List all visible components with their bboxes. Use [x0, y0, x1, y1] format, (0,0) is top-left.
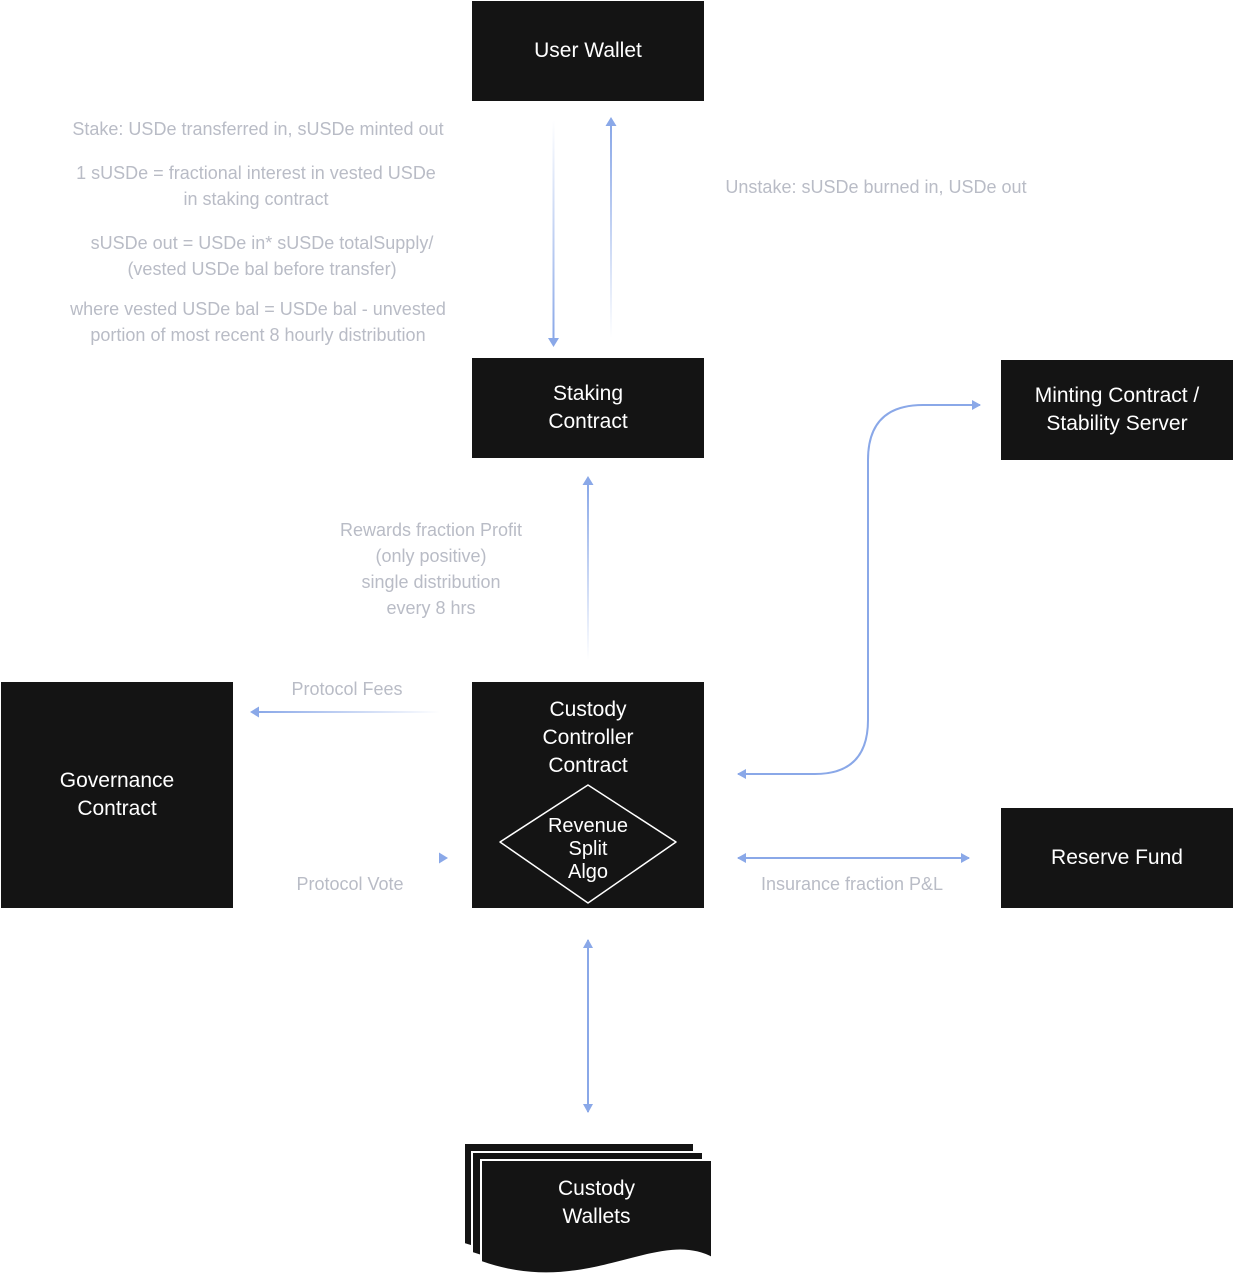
- unstake-edge: [610, 126, 612, 338]
- custody-wallets-shape: [463, 1142, 713, 1275]
- custody-controller-node: Custody Controller Contract Revenue Spli…: [472, 682, 704, 908]
- stake-arrowhead: [548, 338, 559, 347]
- fractional-interest-label: 1 sUSDe = fractional interest in vested …: [76, 163, 436, 209]
- protocol-fees-label: Protocol Fees: [291, 679, 403, 699]
- minting-contract-node: Minting Contract / Stability Server: [1001, 360, 1233, 460]
- rewards-edge: [587, 484, 589, 660]
- formula-label: sUSDe out = USDe in* sUSDe totalSupply/ …: [90, 233, 434, 279]
- custody-wallets-label: Custody Wallets: [557, 1177, 636, 1228]
- rewards-arrowhead: [582, 476, 594, 485]
- staking-contract-node: Staking Contract: [472, 358, 704, 458]
- reserve-fund-node: Reserve Fund: [1001, 808, 1233, 908]
- protocol-fees-arrowhead: [250, 706, 259, 718]
- custody-wallets-label-box: Custody Wallets: [481, 1172, 712, 1234]
- insurance-label: Insurance fraction P&L: [760, 874, 944, 894]
- rewards-label: Rewards fraction Profit (only positive) …: [339, 520, 523, 618]
- custody-controller-label: Custody Controller Contract: [542, 698, 634, 777]
- reserve-fund-label: Reserve Fund: [1051, 846, 1183, 869]
- protocol-vote-label: Protocol Vote: [296, 874, 404, 894]
- vested-definition-label: where vested USDe bal = USDe bal - unves…: [70, 299, 446, 345]
- revenue-split-diamond: [499, 784, 677, 904]
- unstake-label: Unstake: sUSDe burned in, USDe out: [725, 177, 1027, 197]
- minting-edge: [737, 400, 981, 779]
- minting-contract-label: Minting Contract / Stability Server: [1034, 384, 1200, 435]
- stake-edge: [552, 120, 555, 338]
- governance-contract-node: Governance Contract: [1, 682, 233, 908]
- custody-wallets-front-sheet: [480, 1159, 713, 1275]
- protocol-vote-arrowhead: [439, 852, 448, 864]
- protocol-fees-edge: [258, 711, 440, 713]
- revenue-split-label: Revenue Split Algo: [547, 815, 629, 883]
- stake-label: Stake: USDe transferred in, sUSDe minted…: [72, 119, 444, 139]
- user-wallet-label: User Wallet: [534, 39, 642, 62]
- unstake-arrowhead: [605, 117, 617, 126]
- user-wallet-node: User Wallet: [472, 1, 704, 101]
- staking-contract-label: Staking Contract: [548, 382, 628, 433]
- governance-contract-label: Governance Contract: [59, 769, 175, 820]
